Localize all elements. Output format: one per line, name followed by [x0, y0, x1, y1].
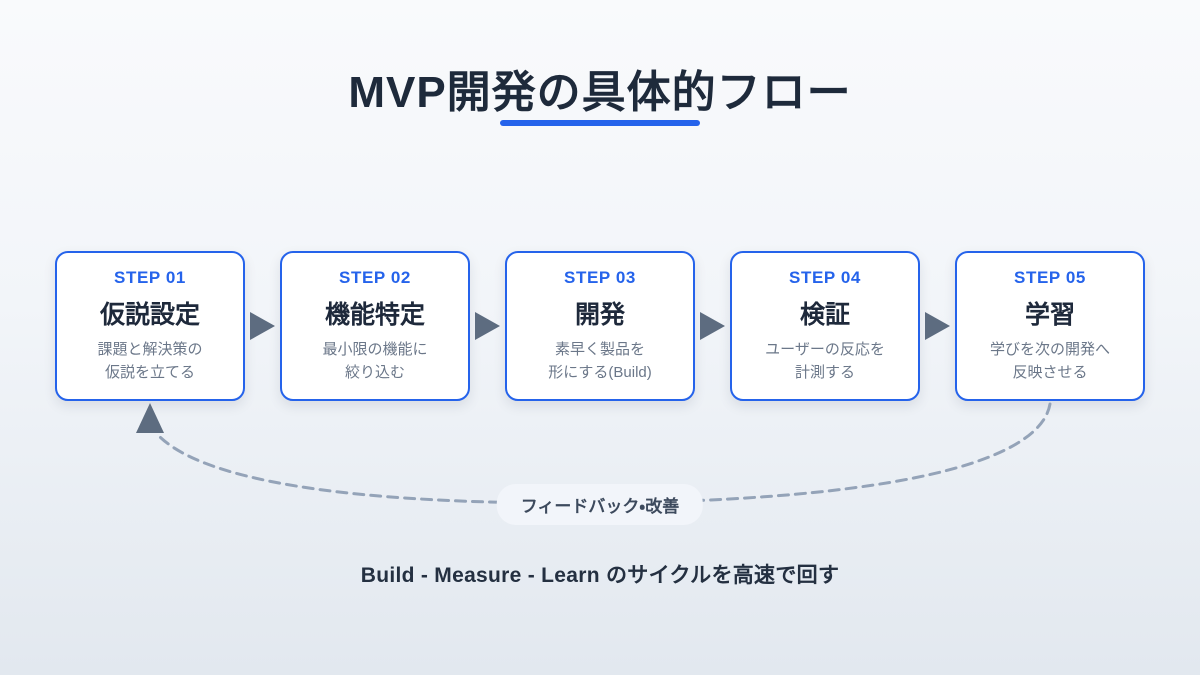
arrow-right-icon: [475, 312, 500, 340]
step-number: STEP 05: [1014, 268, 1086, 287]
flow-connector: [245, 251, 280, 401]
step-title: 仮説設定: [99, 301, 200, 329]
tagline: Build - Measure - Learn のサイクルを高速で回す: [360, 564, 840, 587]
step-description: 素早く製品を 形にする(Build): [548, 341, 652, 381]
page-title: MVP開発の具体的フロー: [348, 68, 852, 117]
step-card-3: STEP 03 開発 素早く製品を 形にする(Build): [505, 251, 695, 401]
step-title: 学習: [1024, 301, 1075, 329]
arrow-right-icon: [700, 312, 725, 340]
step-description: 課題と解決策の 仮説を立てる: [97, 341, 203, 381]
step-description: 最小限の機能に 絞り込む: [322, 341, 428, 381]
step-card-1: STEP 01 仮説設定 課題と解決策の 仮説を立てる: [55, 251, 245, 401]
arrow-up-icon: [136, 403, 164, 433]
flow-connector: [920, 251, 955, 401]
step-description: ユーザーの反応を 計測する: [765, 341, 885, 381]
step-number: STEP 01: [114, 268, 186, 287]
step-number: STEP 04: [789, 268, 861, 287]
step-title: 検証: [799, 301, 850, 329]
arrow-right-icon: [925, 312, 950, 340]
flow-connector: [695, 251, 730, 401]
step-flow: STEP 01 仮説設定 課題と解決策の 仮説を立てる STEP 02 機能特定…: [55, 251, 1145, 401]
step-description: 学びを次の開発へ 反映させる: [989, 341, 1110, 381]
step-card-4: STEP 04 検証 ユーザーの反応を 計測する: [730, 251, 920, 401]
arrow-right-icon: [250, 312, 275, 340]
step-title: 機能特定: [324, 301, 425, 329]
step-number: STEP 02: [339, 268, 411, 287]
step-card-5: STEP 05 学習 学びを次の開発へ 反映させる: [955, 251, 1145, 401]
feedback-label: フィードバック・改善: [496, 484, 704, 525]
step-number: STEP 03: [564, 268, 636, 287]
flow-connector: [470, 251, 505, 401]
step-card-2: STEP 02 機能特定 最小限の機能に 絞り込む: [280, 251, 470, 401]
title-underline: [500, 120, 700, 126]
step-title: 開発: [574, 301, 625, 329]
